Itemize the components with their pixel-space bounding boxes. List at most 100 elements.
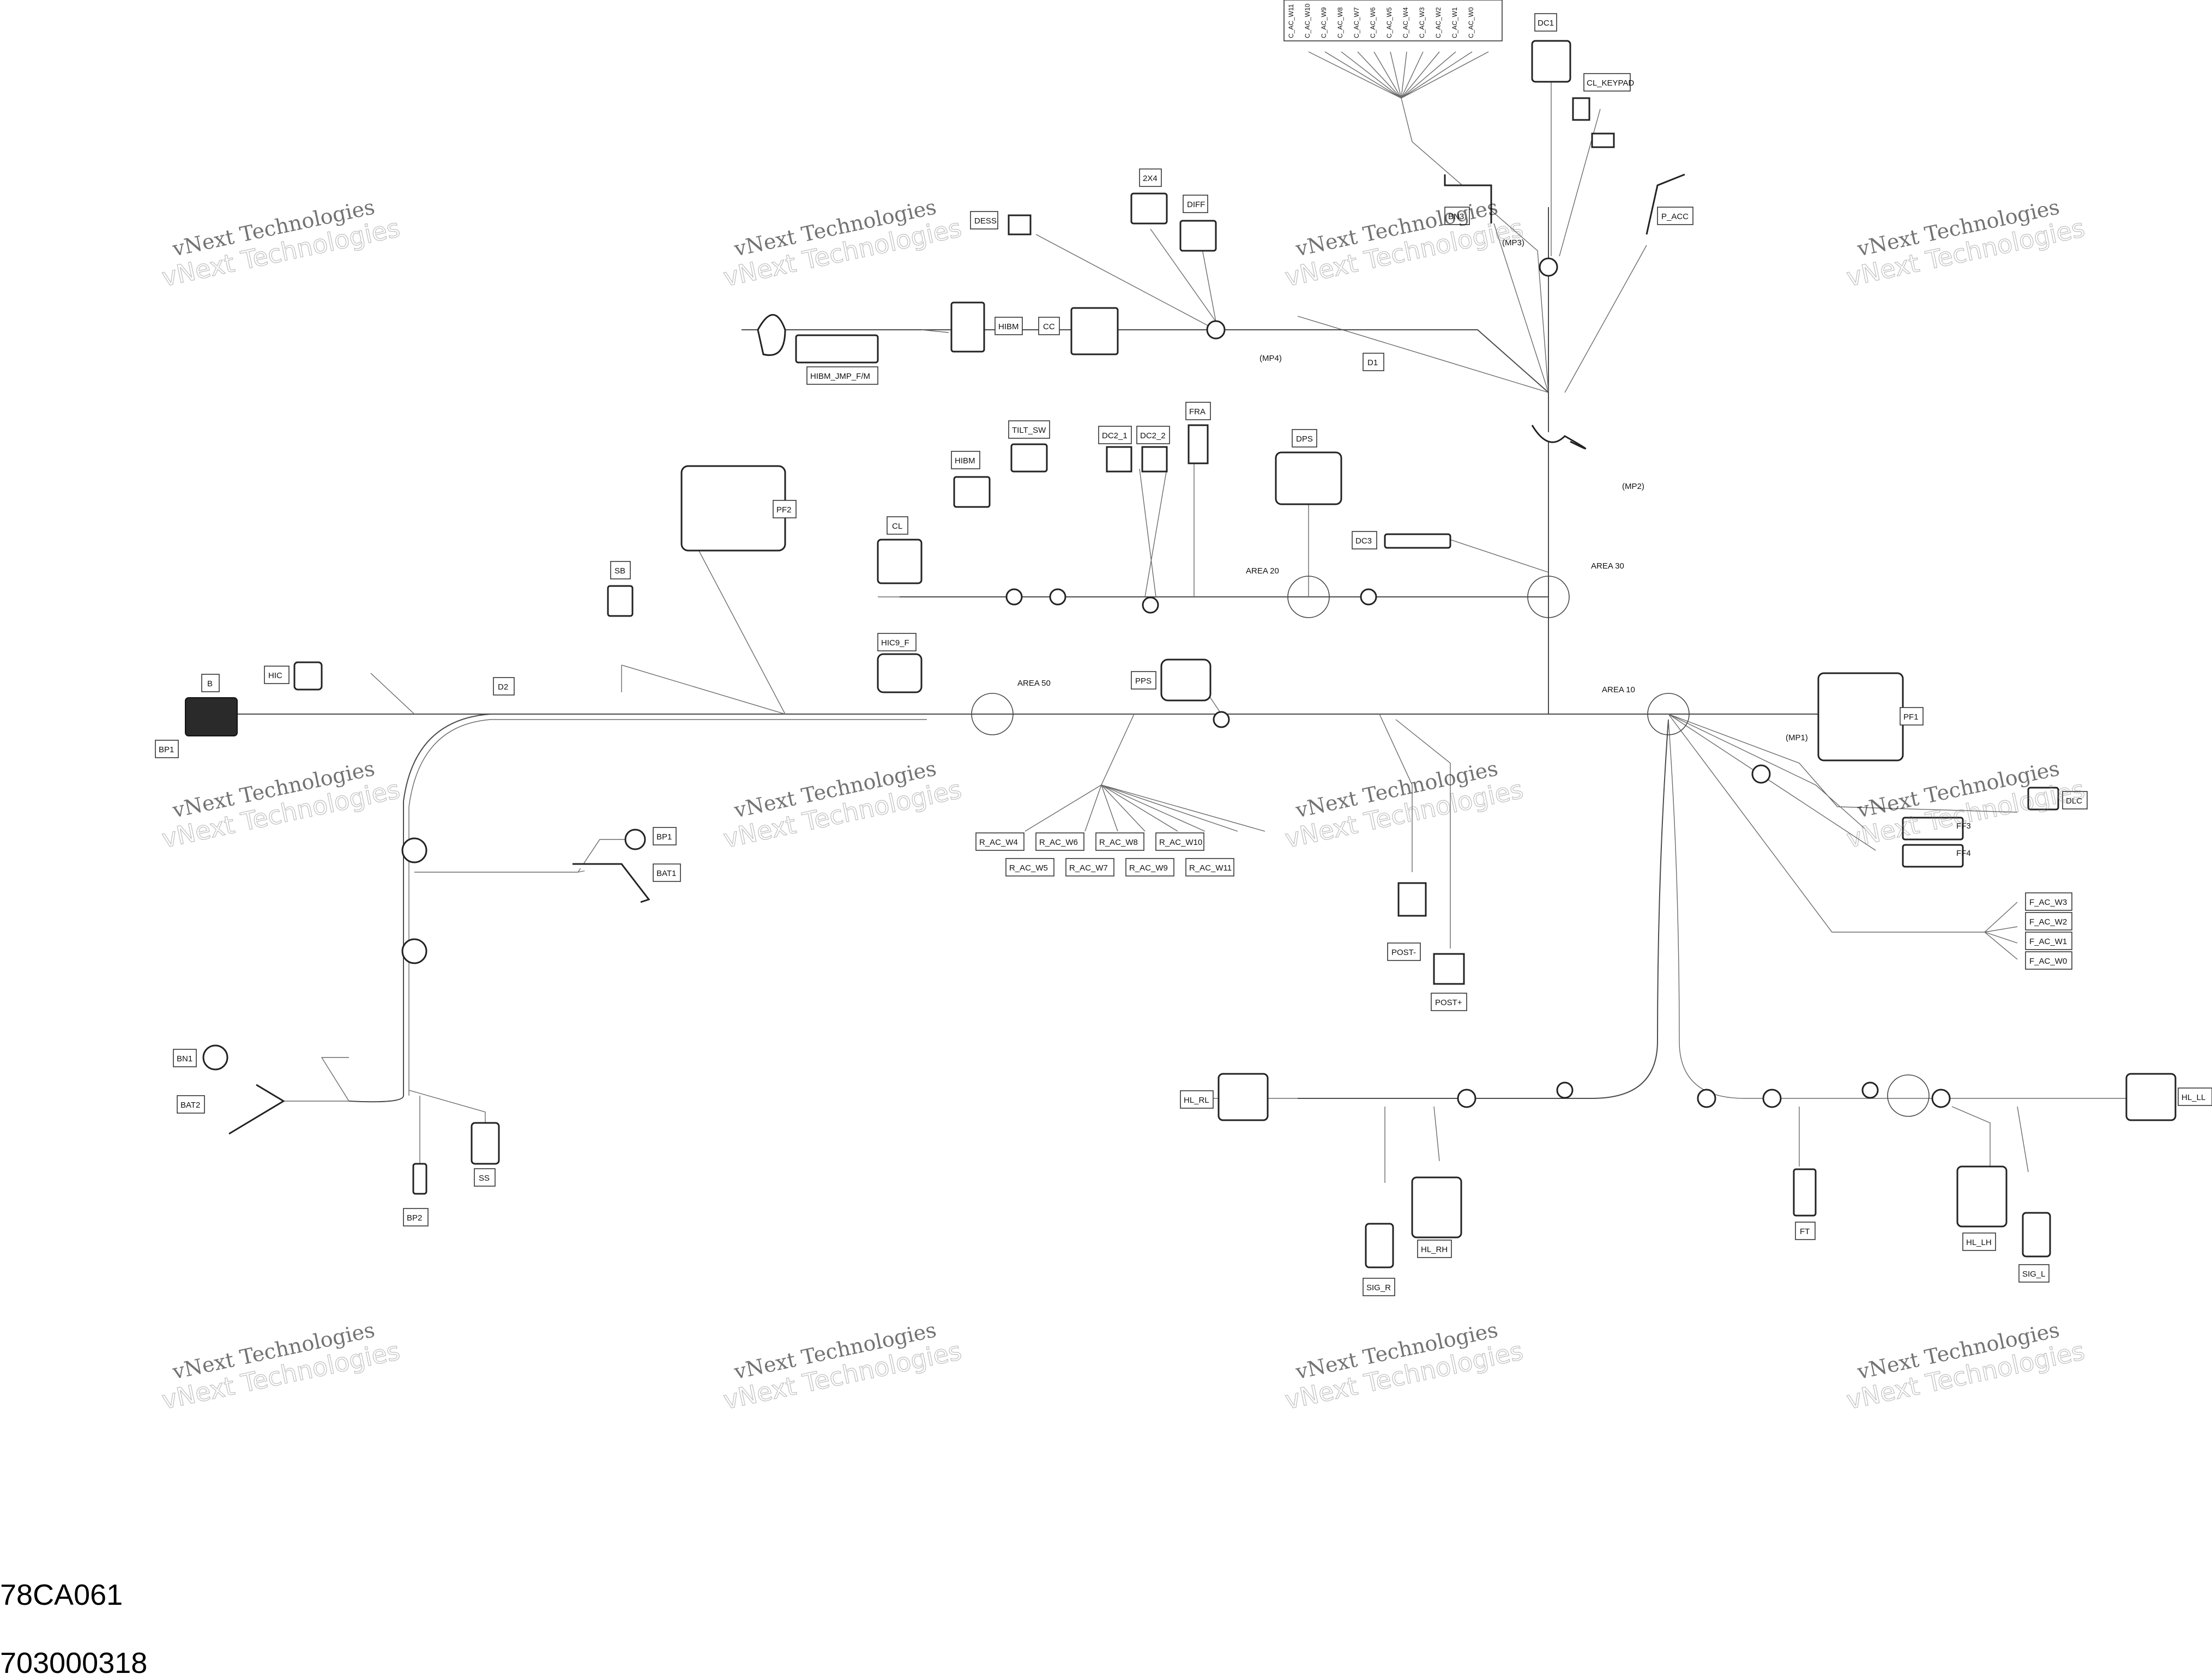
r-ac-bottom-label: R_AC_W9: [1129, 863, 1168, 873]
bp1-left-label: BP1: [159, 745, 174, 754]
ft-connector: [1793, 1168, 1817, 1217]
c-ac-label: C_AC_W4: [1402, 7, 1409, 38]
hl-rl-connector: [1217, 1073, 1269, 1121]
r-ac-top-label: R_AC_W6: [1039, 838, 1078, 847]
bn1-label: BN1: [177, 1054, 192, 1063]
dc2-1-label: DC2_1: [1102, 431, 1128, 440]
bat1-terminal: [572, 863, 650, 903]
cl-keypad-tab: [1591, 132, 1615, 148]
r-ac-bottom-label: R_AC_W11: [1189, 863, 1232, 873]
hl-lh-label: HL_LH: [1966, 1238, 1992, 1247]
hl-lh-connector: [1956, 1165, 2008, 1228]
post-plus-label: POST+: [1435, 998, 1462, 1007]
c-ac-label: C_AC_W8: [1336, 7, 1344, 38]
mp1-label: (MP1): [1786, 733, 1808, 742]
f-ac-label: F_AC_W0: [2029, 957, 2067, 966]
hl-ll-label: HL_LL: [2181, 1093, 2205, 1102]
cl-label: CL: [892, 522, 902, 531]
f-ac-label: F_AC_W3: [2029, 898, 2067, 907]
dess-connector: [1008, 214, 1032, 235]
area30-label: AREA 30: [1591, 561, 1624, 571]
c-ac-label: C_AC_W3: [1418, 7, 1426, 38]
b-connector: [185, 697, 238, 736]
diff-connector: [1179, 220, 1217, 252]
p-acc-terminal: [1646, 173, 1685, 235]
c-ac-label: C_AC_W1: [1451, 7, 1458, 38]
hibm-loop-wire: [757, 314, 786, 356]
harness-clips: [401, 257, 1951, 1108]
c-ac-label: C_AC_W10: [1304, 3, 1311, 38]
d2-label: D2: [498, 682, 508, 692]
tilt-sw-connector: [1010, 443, 1048, 473]
ff4-connector: [1902, 844, 1964, 868]
bp2-label: BP2: [407, 1213, 422, 1223]
dc1-connector: [1531, 40, 1571, 83]
cl-keypad-connector: [1572, 97, 1590, 121]
dps-connector: [1275, 451, 1342, 505]
drawing-code-2: 703000318: [0, 1647, 148, 1679]
sig-r-connector: [1365, 1223, 1394, 1268]
ss-connector: [471, 1122, 500, 1165]
pf1-connector: [1817, 672, 1904, 762]
hl-rl-label: HL_RL: [1184, 1096, 1209, 1105]
d1-label: D1: [1367, 358, 1378, 367]
bp1-mid-label: BP1: [656, 832, 672, 842]
f-ac-label: F_AC_W2: [2029, 917, 2067, 927]
diff-label: DIFF: [1187, 200, 1205, 209]
hic9-f-connector: [877, 653, 923, 693]
post-minus-label: POST-: [1391, 948, 1416, 957]
c-ac-label: C_AC_W9: [1320, 7, 1328, 38]
hibm-jmp-label: HIBM_JMP_F/M: [810, 372, 870, 381]
connector-labels: DC1 CL_KEYPAD BN3 (MP3) P_ACC 2X4 DIFF D…: [155, 13, 2212, 1296]
mp2-clip: [1531, 425, 1587, 450]
hibm-top-label: HIBM: [998, 322, 1019, 331]
c-ac-label: C_AC_W7: [1353, 7, 1360, 38]
area-50-circle: [971, 693, 1014, 735]
ss-label: SS: [479, 1174, 490, 1183]
dess-label: DESS: [974, 216, 997, 226]
sig-r-label: SIG_R: [1366, 1283, 1391, 1292]
ff3-connector: [1902, 817, 1964, 841]
hic-label: HIC: [268, 671, 282, 680]
dc1-label: DC1: [1538, 19, 1554, 28]
bat1-label: BAT1: [656, 869, 676, 878]
r-ac-top-label: R_AC_W8: [1099, 838, 1138, 847]
c-ac-label: C_AC_W2: [1435, 7, 1442, 38]
bn1-ring: [202, 1044, 228, 1071]
f-ac-labels: F_AC_W3F_AC_W2F_AC_W1F_AC_W0: [2025, 892, 2072, 970]
bat2-terminal: [228, 1084, 285, 1135]
sig-l-connector: [2022, 1212, 2051, 1258]
bat2-label: BAT2: [180, 1101, 200, 1110]
tilt-sw-label: TILT_SW: [1012, 426, 1046, 435]
area-20-circle: [1287, 576, 1330, 618]
bp1-mid-ring: [624, 829, 646, 850]
fra-connector: [1188, 424, 1209, 464]
area10-label: AREA 10: [1602, 685, 1635, 694]
hic9-f-label: HIC9_F: [881, 638, 909, 648]
hibm-top-connector: [950, 301, 985, 353]
bp2-terminal: [412, 1163, 427, 1195]
twox4-label: 2X4: [1143, 174, 1158, 183]
dc2-2-label: DC2_2: [1140, 431, 1166, 440]
drawing-code-1: 78CA061: [0, 1579, 123, 1611]
dc2-1-connector: [1106, 446, 1132, 473]
mp3-label: (MP3): [1502, 238, 1524, 247]
hibm-mid-label: HIBM: [955, 456, 975, 466]
mp4-label: (MP4): [1259, 354, 1282, 363]
r-ac-top-label: R_AC_W4: [979, 838, 1018, 847]
c-ac-label: C_AC_W5: [1385, 7, 1393, 38]
hibm-jmp-connector: [795, 334, 879, 364]
cl-keypad-label: CL_KEYPAD: [1587, 78, 1634, 88]
dc3-connector: [1384, 533, 1451, 549]
c-ac-label: C_AC_W0: [1467, 7, 1475, 38]
area-30-circle: [1527, 576, 1570, 618]
area-circles: [971, 576, 1930, 1117]
r-ac-bottom-label: R_AC_W7: [1069, 863, 1108, 873]
